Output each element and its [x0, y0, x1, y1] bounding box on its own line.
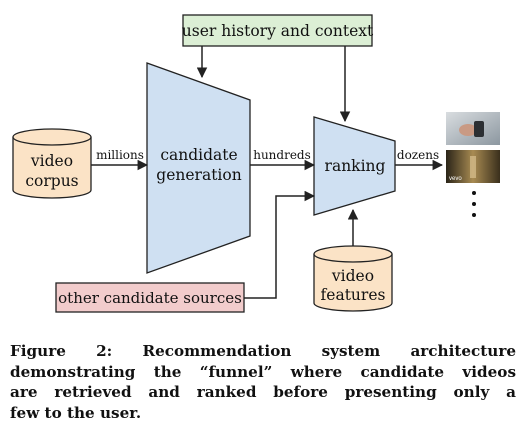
- ranking-block: ranking: [313, 116, 396, 216]
- connectors: [91, 46, 444, 299]
- user-history-context-label: user history and context: [182, 22, 374, 40]
- video-features-label-line2: features: [321, 286, 386, 304]
- result-thumbnail-1: [446, 112, 500, 145]
- edge-label-millions: millions: [96, 148, 144, 162]
- more-results-ellipsis-icon: [472, 191, 476, 217]
- thumbnail-overlay-text: vevo: [449, 176, 462, 182]
- candidate-generation-label-line2: generation: [156, 166, 241, 184]
- video-features-cylinder: video features: [313, 245, 393, 312]
- edge-label-hundreds: hundreds: [253, 148, 311, 162]
- video-corpus-cylinder: video corpus: [12, 128, 92, 199]
- arrow-sources-to-ranking: [244, 190, 316, 299]
- edge-label-dozens: dozens: [397, 148, 439, 162]
- video-corpus-label-line1: video: [30, 152, 73, 170]
- other-candidate-sources-box: other candidate sources: [55, 282, 245, 313]
- caption-line-1: Figure 2: Recommendation system architec…: [10, 342, 516, 360]
- caption-line-2: demonstrating the “funnel” where candida…: [10, 362, 516, 381]
- figure-caption: Figure 2: Recommendation system architec…: [10, 341, 516, 423]
- other-candidate-sources-label: other candidate sources: [58, 289, 242, 307]
- architecture-diagram: user history and context video corpus ca…: [12, 14, 500, 313]
- result-thumbnail-2: vevo: [446, 150, 500, 183]
- user-history-context-box: user history and context: [182, 14, 374, 47]
- candidate-generation-label-line1: candidate: [160, 146, 237, 164]
- ranking-label: ranking: [325, 157, 386, 175]
- caption-line-3: are retrieved and ranked before presenti…: [10, 383, 516, 401]
- candidate-generation-block: candidate generation: [146, 62, 251, 274]
- caption-line-4: few to the user.: [10, 403, 142, 422]
- video-corpus-label-line2: corpus: [25, 172, 78, 190]
- video-features-label-line1: video: [331, 267, 374, 285]
